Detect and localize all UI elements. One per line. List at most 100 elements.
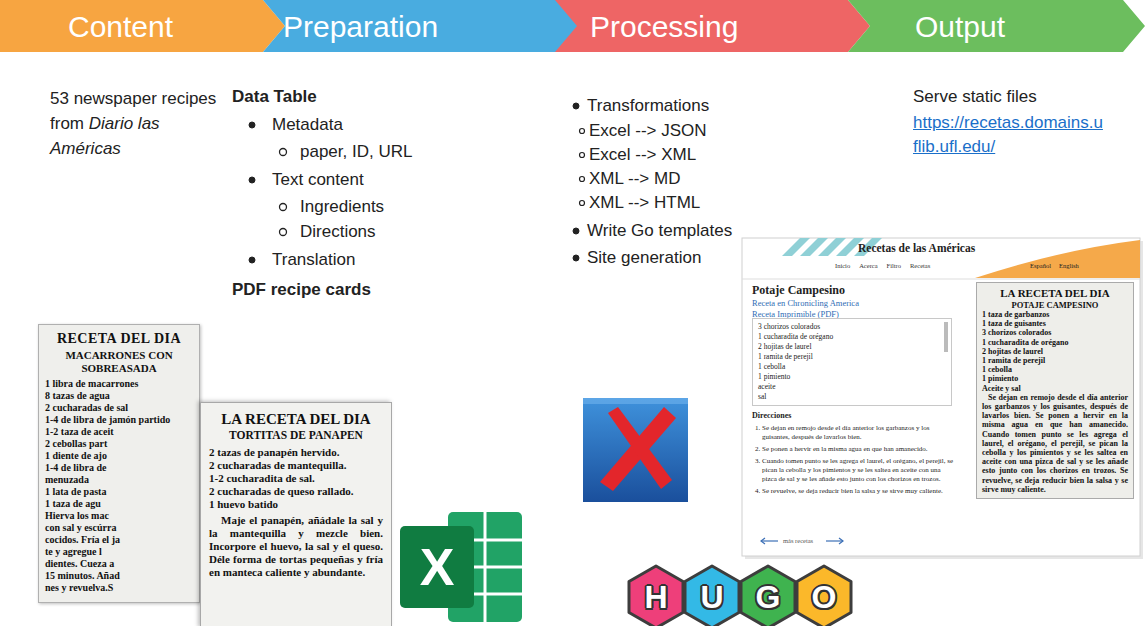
list-bullets <box>580 177 585 182</box>
site-title: Recetas de las Américas <box>858 242 975 254</box>
logo-letter: U <box>692 577 732 617</box>
list-subitem-group: XML --> HTML <box>589 192 700 214</box>
list-subitem: XML --> MD <box>589 168 680 190</box>
list-item: Write Go templates <box>587 220 732 242</box>
site-direction: 3. Cuando tomen punto se les agrega el l… <box>752 457 957 484</box>
list-subitem: Ingredients <box>300 196 384 218</box>
logo-letter: O <box>804 577 844 617</box>
list-subitem: paper, ID, URL <box>300 141 412 163</box>
output-text: Serve static files <box>913 86 1037 108</box>
section-heading-group: PDF recipe cards <box>232 279 371 301</box>
website-screenshot <box>839 538 843 544</box>
website-screenshot <box>944 322 948 352</box>
clipping-text: menuzada <box>45 474 193 486</box>
list-bullets <box>280 204 287 211</box>
chevron-shape <box>0 0 285 52</box>
clipping-text: 2 hojitas de laurel <box>982 347 1128 356</box>
hugo-logo <box>685 566 739 626</box>
site-ingredient: 1 pimiento <box>758 372 939 382</box>
site-link: https://recetas.domains.uflib.ufl.edu/ <box>913 111 1103 159</box>
hugo-logo <box>629 566 851 626</box>
clipping-text: cocidos. Fría el ja <box>45 534 193 546</box>
section-heading: PDF recipe cards <box>232 279 371 301</box>
clipping-text: POTAJE CAMPESINO <box>982 300 1128 310</box>
list-bullets <box>573 228 579 234</box>
site-ingredient: 2 hojitas de laurel <box>758 342 939 352</box>
site-heading-group: Potaje CampesinoReceta en Chronicling Am… <box>752 283 957 320</box>
stage-title: Content <box>68 10 173 43</box>
clipping-text: 2 cucharadas de sal <box>45 402 193 414</box>
site-ingredient: 1 ramita de perejil <box>758 352 939 362</box>
site-ingredient: 1 cucharadita de orégano <box>758 332 939 342</box>
clipping-text: 1 pimiento <box>982 374 1128 383</box>
output-text-group: Serve static files <box>913 86 1037 108</box>
website-screenshot <box>742 238 1140 556</box>
excel-icon <box>472 593 522 596</box>
list-bullets <box>573 103 579 109</box>
clipping-text-group: LA RECETA DEL DIAPOTAJE CAMPESINO1 taza … <box>976 282 1134 499</box>
list-item-group: Site generation <box>587 247 701 269</box>
site-nav-group: Inicio Acerca Filtro Recetas <box>835 262 930 269</box>
site-ingredient: 1 cebolla <box>758 362 939 372</box>
chevron-shape <box>263 0 578 52</box>
section-heading-group: Data Table <box>232 86 317 108</box>
clipping-text: TORTITAS DE PANAPEN <box>209 428 383 443</box>
excel-icon <box>472 539 522 542</box>
website-screenshot <box>761 538 765 544</box>
list-subitem-group: Excel --> JSON <box>589 120 707 142</box>
clipping-text-group: LA RECETA DEL DIATORTITAS DE PANAPEN2 ta… <box>200 402 392 626</box>
clipping-text: Maje el panapén, añádale la sal y la man… <box>209 514 383 579</box>
site-nav: Español <box>1030 262 1051 269</box>
clipping-text: 1-4 de libra de <box>45 462 193 474</box>
icon-letter: X <box>407 537 467 597</box>
list-item: Transformations <box>587 95 709 117</box>
site-nav: Filtro <box>887 262 901 269</box>
xslt-icon <box>600 407 676 491</box>
hugo-logo <box>629 566 683 626</box>
section-heading: Data Table <box>232 86 317 108</box>
site-nav: Inicio <box>835 262 850 269</box>
clipping-text: 1 diente de ajo <box>45 450 193 462</box>
stage-chevron: Content <box>0 0 285 52</box>
clipping-text: 3 chorizos colorados <box>982 328 1128 337</box>
site-direction: 2. Se ponen a hervir en la misma agua en… <box>752 445 957 454</box>
clipping-text: 1 cebolla <box>982 365 1128 374</box>
site-ingredient: aceite <box>758 382 939 392</box>
list-bullets <box>280 149 287 156</box>
source-text: 53 newspaper recipes from Diario las Amé… <box>50 86 222 161</box>
list-item: Text content <box>272 169 364 191</box>
site-ingredient-group: 3 chorizos colorados1 cucharadita de oré… <box>752 318 952 406</box>
chevron-shape <box>555 0 870 52</box>
excel-icon <box>472 566 522 569</box>
hugo-logo <box>741 566 795 626</box>
clipping-text: Aceite y sal <box>982 384 1128 393</box>
site-nav-group: EspañolEnglish <box>1030 262 1079 269</box>
source-text-group: 53 newspaper recipes from Diario las Amé… <box>50 86 222 161</box>
list-subitem-group: Ingredients <box>300 196 384 218</box>
clipping-text: 15 minutos. Añad <box>45 570 193 582</box>
clipping-text: 8 tazas de agua <box>45 390 193 402</box>
site-pager: más recetas <box>783 536 813 546</box>
site-nav: Acerca <box>859 262 877 269</box>
list-item-group: Transformations <box>587 95 709 117</box>
clipping-text: 1 ramita de perejil <box>982 356 1128 365</box>
list-subitem: Directions <box>300 221 376 243</box>
logo-letter-group: U <box>692 577 732 617</box>
list-bullets <box>580 201 585 206</box>
clipping-text-group: RECETA DEL DIAMACARRONES CON SOBREASADA1… <box>38 324 200 603</box>
list-bullets <box>280 229 287 236</box>
list-bullets <box>580 129 585 134</box>
site-ingredient: sal <box>758 392 939 402</box>
clipping-text: 2 tazas de panapén hervido. <box>209 446 383 459</box>
site-nav: Recetas <box>910 262 930 269</box>
logo-letter-group: H <box>636 577 676 617</box>
clipping-text: te y agregue l <box>45 546 193 558</box>
hugo-logo <box>797 566 851 626</box>
list-bullets <box>249 257 255 263</box>
xslt-icon <box>583 398 688 404</box>
list-bullets <box>249 177 255 183</box>
site-heading: Receta en Chronicling America <box>752 298 957 309</box>
clipping-text: nes y revuelva.S <box>45 582 193 594</box>
clipping-text: 1-2 cucharadita de sal. <box>209 472 383 485</box>
